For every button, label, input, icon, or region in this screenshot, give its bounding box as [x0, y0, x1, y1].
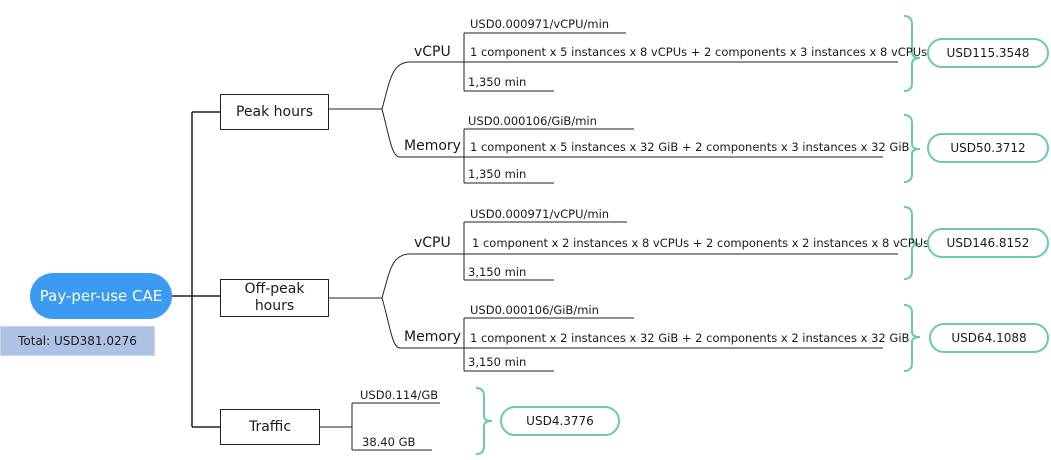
curly-braces [475, 15, 921, 455]
offpeak-memory-result: USD64.1088 [929, 323, 1049, 353]
traffic-node: Traffic [220, 409, 320, 445]
peak-memory-price: USD0.000106/GiB/min [468, 114, 597, 128]
peak-vcpu-formula: 1 component x 5 instances x 8 vCPUs + 2 … [470, 45, 928, 59]
offpeak-vcpu-formula: 1 component x 2 instances x 8 vCPUs + 2 … [472, 236, 930, 250]
peak-vcpu-label: vCPU [414, 44, 451, 60]
total-cost: Total: USD381.0276 [0, 326, 155, 356]
traffic-amount: 38.40 GB [362, 435, 416, 449]
traffic-price: USD0.114/GB [360, 388, 439, 402]
offpeak-vcpu-price: USD0.000971/vCPU/min [470, 207, 610, 221]
offpeak-memory-label: Memory [404, 329, 461, 345]
traffic-result: USD4.3776 [500, 406, 620, 436]
peak-hours-node: Peak hours [220, 94, 329, 130]
offpeak-memory-duration: 3,150 min [468, 355, 527, 369]
offpeak-vcpu-duration: 3,150 min [468, 265, 527, 279]
peak-vcpu-result: USD115.3548 [927, 38, 1049, 68]
root-node: Pay-per-use CAE [30, 273, 172, 319]
offpeak-hours-node: Off-peak hours [220, 279, 329, 317]
offpeak-vcpu-label: vCPU [414, 235, 451, 251]
offpeak-vcpu-result: USD146.8152 [927, 228, 1049, 258]
offpeak-memory-price: USD0.000106/GiB/min [470, 303, 599, 317]
peak-vcpu-duration: 1,350 min [468, 75, 527, 89]
offpeak-memory-formula: 1 component x 2 instances x 32 GiB + 2 c… [470, 331, 910, 345]
peak-memory-formula: 1 component x 5 instances x 32 GiB + 2 c… [470, 140, 910, 154]
peak-memory-label: Memory [404, 138, 461, 154]
peak-memory-result: USD50.3712 [927, 133, 1049, 163]
peak-memory-duration: 1,350 min [468, 167, 527, 181]
peak-vcpu-price: USD0.000971/vCPU/min [470, 17, 610, 31]
